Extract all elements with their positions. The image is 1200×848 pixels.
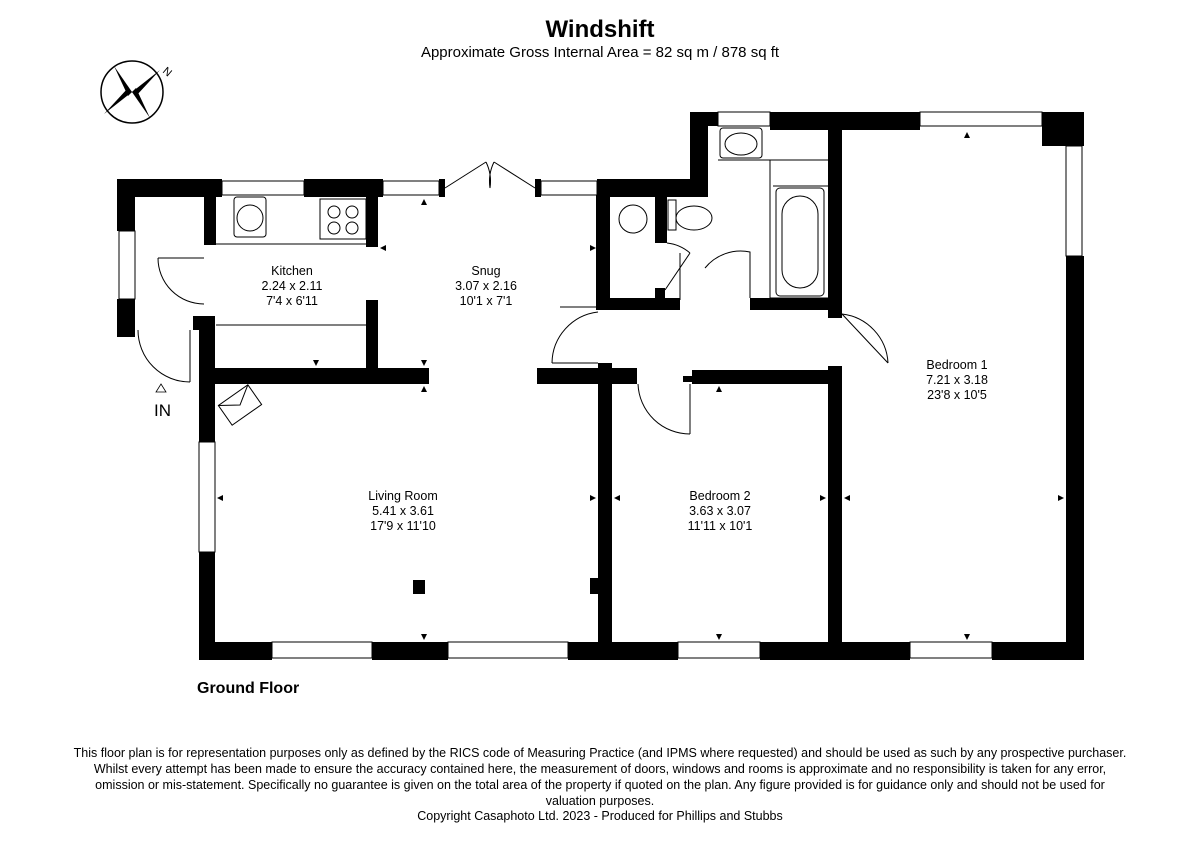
walls [117, 112, 1084, 660]
room-metric: 5.41 x 3.61 [372, 504, 434, 518]
room-metric: 7.21 x 3.18 [926, 373, 988, 387]
hob-icon [319, 198, 367, 240]
room-name: Snug [471, 264, 500, 278]
cylinder-icon [618, 204, 648, 234]
room-imperial: 11'11 x 10'1 [688, 519, 753, 533]
compass-icon: N [100, 60, 174, 124]
toilet-icon [675, 205, 713, 231]
stove-icon [217, 384, 263, 426]
disclaimer: This floor plan is for representation pu… [73, 746, 1127, 808]
room-name: Living Room [368, 489, 437, 503]
room-name: Bedroom 2 [689, 489, 750, 503]
plan-title: Windshift [545, 16, 655, 43]
room-imperial: 23'8 x 10'5 [927, 388, 987, 402]
room-metric: 3.07 x 2.16 [455, 279, 517, 293]
entrance-label: IN [154, 401, 171, 420]
room-name: Kitchen [271, 264, 313, 278]
copyright: Copyright Casaphoto Ltd. 2023 - Produced… [417, 809, 783, 823]
toilet-cistern-icon [667, 199, 677, 231]
room-metric: 2.24 x 2.11 [262, 279, 323, 293]
doors [137, 161, 889, 435]
room-living: Living Room 5.41 x 3.61 17'9 x 11'10 [368, 489, 437, 533]
room-bedroom-2: Bedroom 2 3.63 x 3.07 11'11 x 10'1 [688, 489, 753, 533]
room-kitchen: Kitchen 2.24 x 2.11 7'4 x 6'11 [262, 264, 323, 308]
room-imperial: 17'9 x 11'10 [370, 519, 436, 533]
dimension-markers [155, 132, 1064, 640]
room-bedroom-1: Bedroom 1 7.21 x 3.18 23'8 x 10'5 [926, 358, 988, 402]
room-snug: Snug 3.07 x 2.16 10'1 x 7'1 [455, 264, 517, 308]
floor-name: Ground Floor [197, 680, 300, 697]
gross-area: Approximate Gross Internal Area = 82 sq … [420, 44, 780, 61]
room-imperial: 10'1 x 7'1 [460, 294, 513, 308]
windows [118, 111, 1083, 659]
room-metric: 3.63 x 3.07 [689, 504, 751, 518]
compass-north-label: N [160, 65, 174, 79]
fixtures [217, 127, 825, 426]
room-name: Bedroom 1 [926, 358, 987, 372]
room-imperial: 7'4 x 6'11 [266, 294, 318, 308]
sink-bowl-icon [236, 204, 264, 232]
